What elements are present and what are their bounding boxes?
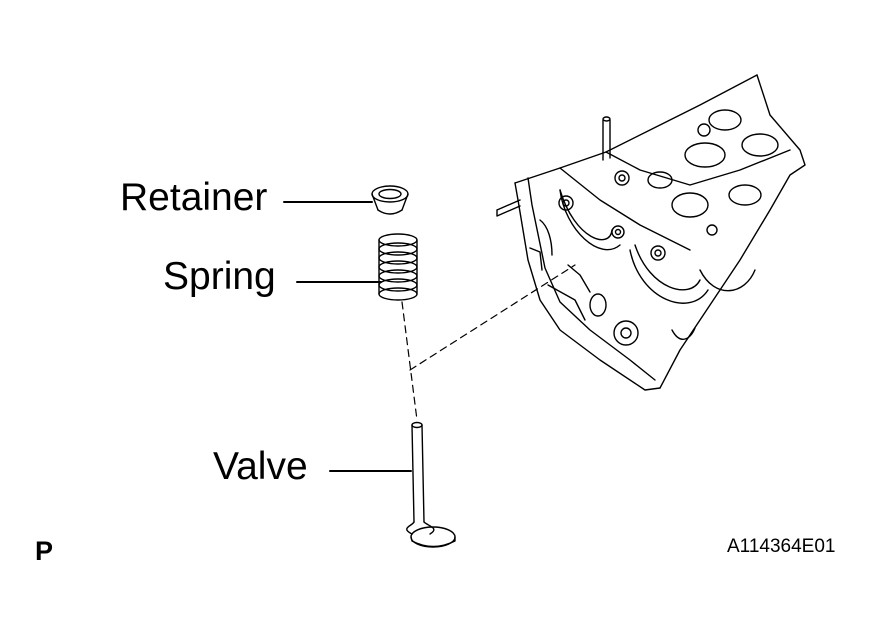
- valve-label: Valve: [213, 445, 308, 488]
- spring-part: [379, 234, 417, 300]
- cylinder-head-illustration: [497, 75, 805, 390]
- spring-label: Spring: [163, 255, 276, 298]
- alignment-dashed-lines: [402, 265, 575, 420]
- leader-lines: [284, 202, 411, 471]
- retainer-part: [372, 186, 408, 214]
- figure-code: A114364E01: [727, 536, 836, 557]
- view-letter: P: [35, 536, 54, 566]
- retainer-label: Retainer: [120, 176, 268, 219]
- valve-part: [407, 423, 455, 548]
